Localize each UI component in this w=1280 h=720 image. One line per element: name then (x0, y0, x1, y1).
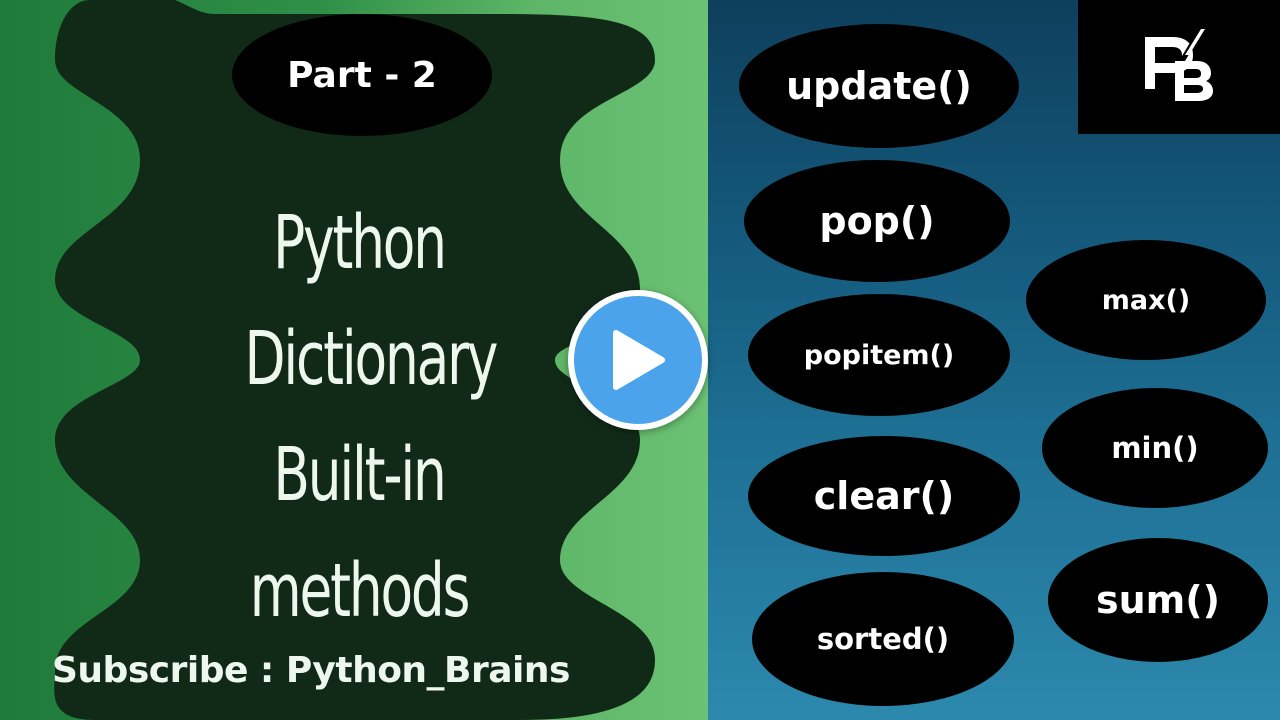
subscribe-text: Subscribe : Python_Brains (52, 650, 570, 691)
method-update: update() (739, 24, 1019, 148)
wavy-panel-shape (54, 0, 656, 720)
method-popitem: popitem() (748, 294, 1010, 416)
title-line-4: methods (249, 548, 471, 634)
left-panel: Part - 2 Python Dictionary Built-in meth… (0, 0, 708, 720)
method-clear: clear() (748, 436, 1020, 556)
pb-logo-icon (1145, 29, 1213, 101)
title-line-1: Python (273, 200, 447, 286)
part-label: Part - 2 (232, 14, 492, 136)
play-button[interactable] (568, 290, 708, 430)
logo-box (1078, 0, 1280, 134)
method-max: max() (1026, 240, 1266, 360)
method-min: min() (1042, 388, 1268, 508)
method-sum: sum() (1048, 538, 1268, 662)
play-icon (613, 330, 665, 390)
right-panel: update() pop() popitem() clear() sorted(… (708, 0, 1280, 720)
method-sorted: sorted() (752, 572, 1014, 706)
method-pop: pop() (744, 160, 1010, 282)
title-line-3: Built-in (273, 432, 446, 518)
video-title: Python Dictionary Built-in methods (244, 185, 499, 649)
title-line-2: Dictionary (244, 316, 499, 402)
